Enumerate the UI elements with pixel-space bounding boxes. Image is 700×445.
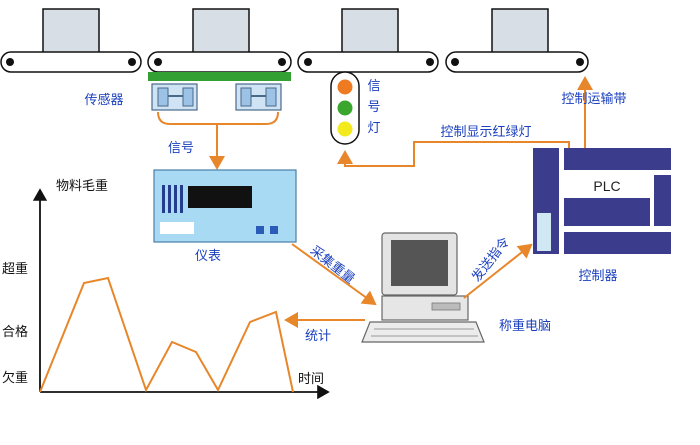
computer-icon xyxy=(361,232,485,343)
weighing-computer-label: 称重电脑 xyxy=(499,318,551,334)
chart-axes xyxy=(32,188,330,400)
conveyor-belt-2 xyxy=(147,8,292,73)
collect-weight-arrow xyxy=(291,243,377,306)
traffic-light-icon xyxy=(330,71,360,145)
conveyor-belt-3 xyxy=(297,8,439,73)
svg-text:灯: 灯 xyxy=(367,121,380,136)
level-overweight: 超重 xyxy=(2,261,28,277)
instrument-icon xyxy=(153,169,297,243)
signal-light-label: 信 号 灯 xyxy=(367,79,380,136)
level-qualified: 合格 xyxy=(2,324,28,340)
svg-text:号: 号 xyxy=(367,100,380,115)
controller-label: 控制器 xyxy=(578,269,617,284)
control-belt-label: 控制运输带 xyxy=(561,91,626,107)
light-control-arrow xyxy=(337,141,570,167)
weighing-platform xyxy=(148,72,291,81)
plc-label: PLC xyxy=(593,178,620,194)
conveyor-belt-4 xyxy=(445,8,589,73)
sensor-wire xyxy=(157,111,279,125)
weight-trend-line xyxy=(39,276,294,393)
send-command-arrow xyxy=(463,243,533,299)
chart-xlabel: 时间 xyxy=(298,372,324,387)
sensor-icon xyxy=(151,83,282,111)
chart-ylabel: 物料毛重 xyxy=(56,178,108,194)
statistics-label: 统计 xyxy=(305,329,331,344)
svg-text:信: 信 xyxy=(367,79,380,94)
control-lights-label: 控制显示红绿灯 xyxy=(440,124,531,140)
level-underweight: 欠重 xyxy=(2,370,28,386)
signal-label: 信号 xyxy=(168,141,194,156)
sensor-label: 传感器 xyxy=(84,92,123,108)
instrument-label: 仪表 xyxy=(195,249,221,264)
plc-icon xyxy=(533,148,671,254)
conveyor-belt-1 xyxy=(0,8,142,73)
collect-weight-label: 采集重量 xyxy=(307,243,358,288)
